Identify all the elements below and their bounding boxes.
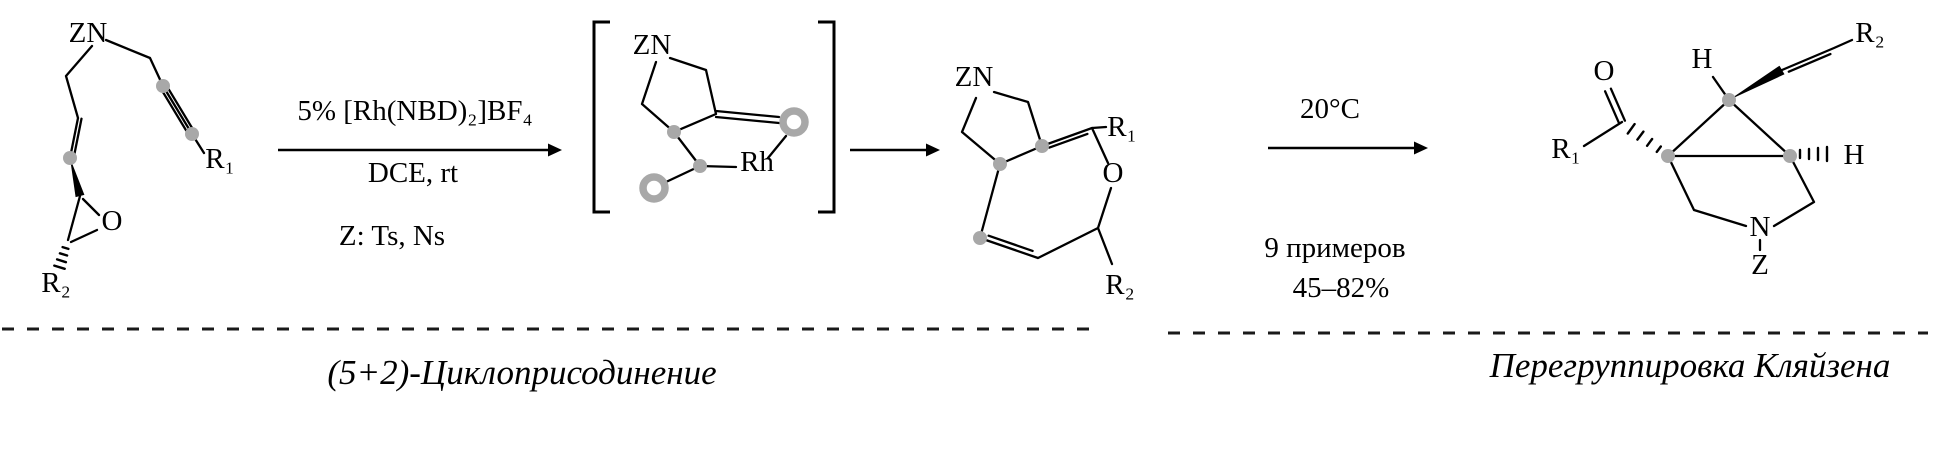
product-hash-wedge-acyl bbox=[1626, 122, 1662, 154]
substrate-o-label: O bbox=[102, 205, 123, 237]
substrate-stereo-wedge bbox=[70, 158, 85, 198]
right-bracket bbox=[818, 20, 836, 214]
carbon-dot bbox=[993, 157, 1007, 171]
cycloadduct-r2-label: R₂ bbox=[1105, 269, 1134, 301]
cycloadduct-o-label: O bbox=[1103, 157, 1124, 189]
carbon-dot bbox=[1722, 93, 1736, 107]
substrate-zn-label: ZN bbox=[69, 17, 108, 49]
claisen-arrow: 20°C 9 примеров 45–82% bbox=[1264, 93, 1428, 304]
left-bracket bbox=[592, 20, 610, 214]
temperature-text: 20°C bbox=[1300, 93, 1360, 125]
carbon-dot bbox=[156, 79, 170, 93]
carbon-dot bbox=[1035, 139, 1049, 153]
caption-cycloaddition: (5+2)-Циклоприсодинение bbox=[327, 353, 716, 392]
product-bonds bbox=[1582, 38, 1854, 252]
product-z-label: Z bbox=[1751, 249, 1769, 281]
intermediate-rh-label: Rh bbox=[740, 146, 774, 178]
catalyst-text: 5% [Rh(NBD)₂]BF₄ bbox=[297, 95, 532, 127]
product-r2-label: R₂ bbox=[1855, 17, 1884, 49]
carbon-dot bbox=[693, 159, 707, 173]
product-structure: O R₁ H H R₂ N Z bbox=[1551, 17, 1884, 281]
cycloadduct-zn-label: ZN bbox=[955, 61, 994, 93]
product-stereo-wedge bbox=[1729, 65, 1785, 100]
cycloadduct-r1-label: R₁ bbox=[1107, 111, 1136, 143]
intermediate-zn-label: ZN bbox=[633, 29, 672, 61]
arrow-head bbox=[548, 143, 562, 157]
product-h-left-label: H bbox=[1692, 43, 1713, 75]
carbon-dot bbox=[667, 125, 681, 139]
arrow-head bbox=[926, 143, 940, 157]
cycloadduct-structure: ZN R₁ O R₂ bbox=[955, 61, 1137, 301]
carbon-dot bbox=[1783, 149, 1797, 163]
product-h-right-label: H bbox=[1844, 139, 1865, 171]
substrate-r1-label: R₁ bbox=[205, 143, 234, 175]
substrate-hash-wedge bbox=[53, 245, 70, 270]
carbon-dot bbox=[1661, 149, 1675, 163]
caption-claisen: Перегруппировка Кляйзена bbox=[1489, 346, 1891, 385]
intermediate-structure: ZN Rh bbox=[592, 20, 836, 214]
z-groups-text: Z: Ts, Ns bbox=[339, 220, 445, 252]
arrow-head bbox=[1414, 141, 1428, 155]
substrate-bonds bbox=[64, 38, 206, 244]
product-n-label: N bbox=[1750, 211, 1771, 243]
intermediate-bonds bbox=[640, 56, 788, 184]
highlighted-atom-ring bbox=[779, 107, 809, 137]
carbon-dot bbox=[185, 127, 199, 141]
cycloadduct-bonds bbox=[960, 90, 1114, 266]
product-o-label: O bbox=[1594, 55, 1615, 87]
substrate-r2-label: R₂ bbox=[41, 267, 70, 299]
product-r1-label: R₁ bbox=[1551, 133, 1580, 165]
substrate-structure: ZN R₁ O R₂ bbox=[41, 17, 234, 299]
plain-arrow bbox=[850, 143, 940, 157]
product-hash-wedge-h bbox=[1798, 145, 1829, 163]
conditions-text: DCE, rt bbox=[368, 157, 458, 189]
carbon-dot bbox=[63, 151, 77, 165]
yield-range-text: 45–82% bbox=[1293, 272, 1390, 304]
footer-captions: (5+2)-Циклоприсодинение Перегруппировка … bbox=[2, 327, 1928, 392]
highlighted-atom-ring bbox=[639, 173, 669, 203]
cycloaddition-arrow: 5% [Rh(NBD)₂]BF₄ DCE, rt Z: Ts, Ns bbox=[278, 95, 562, 252]
carbon-dot bbox=[973, 231, 987, 245]
examples-text: 9 примеров bbox=[1264, 232, 1405, 264]
